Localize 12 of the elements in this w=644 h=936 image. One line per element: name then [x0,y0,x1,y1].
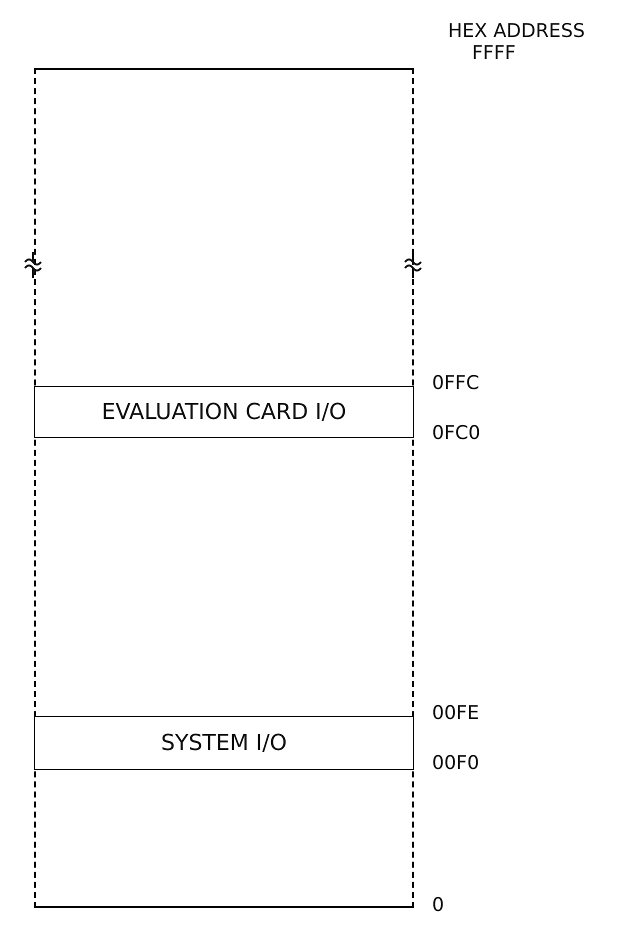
memory-region-box [34,386,414,438]
address-label: FFFF [472,42,516,64]
address-label: 0 [432,894,444,916]
address-label: 0FFC [432,372,480,394]
address-label: 0FC0 [432,422,480,444]
region-label: EVALUATION CARD I/O [102,400,346,424]
address-label: 00FE [432,702,480,724]
column-heading: HEX ADDRESS [448,20,585,42]
region-label: SYSTEM I/O [161,730,287,756]
address-label: 00F0 [432,752,480,774]
memory-map-frame [34,68,414,908]
memory-region-box [34,716,414,770]
